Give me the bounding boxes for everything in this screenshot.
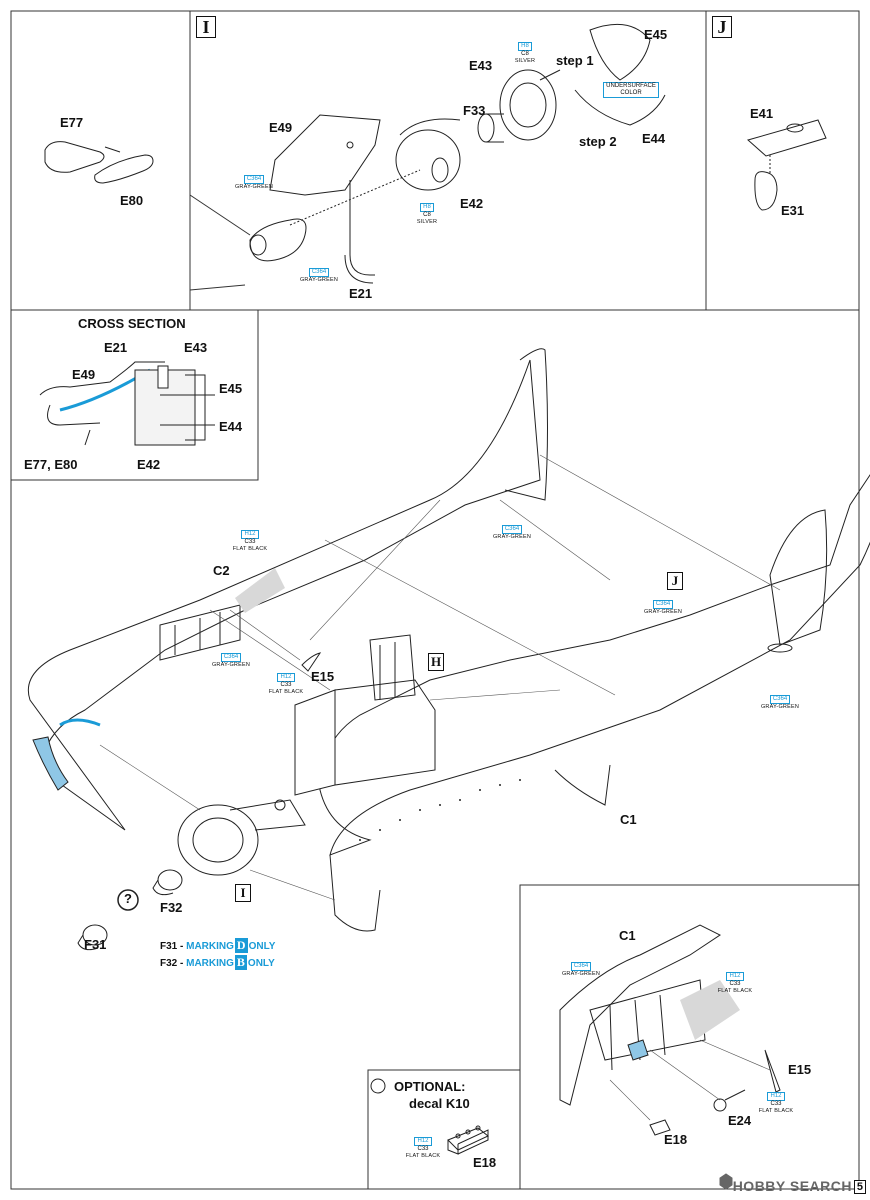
paint-callout-gray-green-e77: C364 GRAY-GREEN bbox=[299, 268, 339, 283]
paint-callout-gray-green-fin: C364 GRAY-GREEN bbox=[760, 695, 800, 710]
callout-I-badge: I bbox=[235, 884, 251, 902]
inset-paint-flat-black-e24: H12 C33 FLAT BLACK bbox=[758, 1092, 794, 1114]
cs-label-e77-e80: E77, E80 bbox=[24, 457, 78, 472]
detail-inset-drawing bbox=[559, 924, 781, 1136]
inset-paint-flat-black-top: H12 C33 FLAT BLACK bbox=[717, 972, 753, 994]
paint-callout-gray-green-e49: C364 GRAY-GREEN bbox=[234, 175, 274, 190]
panel-J-drawing bbox=[746, 119, 827, 211]
part-label-e49: E49 bbox=[269, 120, 293, 135]
watermark-logo-icon bbox=[719, 1173, 733, 1190]
page-number: 5 bbox=[853, 1180, 866, 1194]
cs-label-e49: E49 bbox=[72, 367, 96, 382]
inset-label-e15: E15 bbox=[788, 1062, 812, 1077]
inset-label-e18: E18 bbox=[664, 1132, 688, 1147]
watermark-text: HOBBY SEARCH bbox=[732, 1178, 852, 1194]
part-label-e41: E41 bbox=[750, 106, 774, 121]
part-label-e42: E42 bbox=[460, 196, 484, 211]
paint-callout-undersurface: UNDERSURFACE COLOR bbox=[603, 82, 659, 98]
optional-title: OPTIONAL: bbox=[394, 1079, 466, 1094]
cs-label-e44: E44 bbox=[219, 419, 243, 434]
part-label-e77: E77 bbox=[60, 115, 84, 130]
paint-callout-flat-black-c2: H12 C33 FLAT BLACK bbox=[232, 530, 268, 552]
paint-callout-silver-top: H8 C8 SILVER bbox=[514, 42, 536, 64]
panel-I-drawing bbox=[44, 23, 666, 284]
cs-label-e42: E42 bbox=[137, 457, 161, 472]
paint-callout-gray-green-frame: C364 GRAY-GREEN bbox=[211, 653, 251, 668]
part-label-e31: E31 bbox=[781, 203, 805, 218]
cross-section-title: CROSS SECTION bbox=[78, 316, 186, 331]
step-1-label: step 1 bbox=[556, 53, 594, 68]
optional-part-e18: E18 bbox=[473, 1155, 497, 1170]
panel-borders bbox=[10, 10, 860, 1190]
optional-e18-drawing bbox=[370, 1078, 489, 1155]
part-label-c2: C2 bbox=[213, 563, 230, 578]
part-label-f32: F32 bbox=[160, 900, 183, 915]
part-label-e15-main: E15 bbox=[311, 669, 335, 684]
paint-callout-gray-green-j: C364 GRAY-GREEN bbox=[643, 600, 683, 615]
part-label-f31: F31 bbox=[84, 937, 107, 952]
part-label-f33: F33 bbox=[463, 103, 486, 118]
callout-H-badge: H bbox=[428, 653, 444, 671]
part-label-e21: E21 bbox=[349, 286, 373, 301]
question-circle-icon bbox=[117, 889, 139, 911]
part-label-e43: E43 bbox=[469, 58, 493, 73]
inset-paint-gray-green: C364 GRAY-GREEN bbox=[561, 962, 601, 977]
part-label-e80: E80 bbox=[120, 193, 144, 208]
part-label-c1-main: C1 bbox=[620, 812, 637, 827]
optional-subtitle: decal K10 bbox=[409, 1096, 470, 1111]
question-mark: ? bbox=[124, 891, 132, 906]
inset-label-e24: E24 bbox=[728, 1113, 752, 1128]
paint-callout-gray-green-tail: C364 GRAY-GREEN bbox=[492, 525, 532, 540]
step-2-label: step 2 bbox=[579, 134, 617, 149]
panel-I-badge: I bbox=[196, 16, 216, 38]
panel-J-badge: J bbox=[712, 16, 732, 38]
paint-callout-flat-black-e15: H12 C33 FLAT BLACK bbox=[268, 673, 304, 695]
callout-J-badge: J bbox=[667, 572, 683, 590]
paint-callout-silver-e42: H8 C8 SILVER bbox=[416, 203, 438, 225]
inset-label-c1: C1 bbox=[619, 928, 636, 943]
optional-paint-flat-black: H12 C33 FLAT BLACK bbox=[405, 1137, 441, 1159]
part-label-e45: E45 bbox=[644, 27, 668, 42]
cs-label-e21: E21 bbox=[104, 340, 128, 355]
part-label-e44: E44 bbox=[642, 131, 666, 146]
fuselage-drawing bbox=[28, 348, 870, 951]
cross-section-drawing bbox=[39, 361, 215, 446]
cs-label-e45: E45 bbox=[219, 381, 243, 396]
cs-label-e43: E43 bbox=[184, 340, 208, 355]
